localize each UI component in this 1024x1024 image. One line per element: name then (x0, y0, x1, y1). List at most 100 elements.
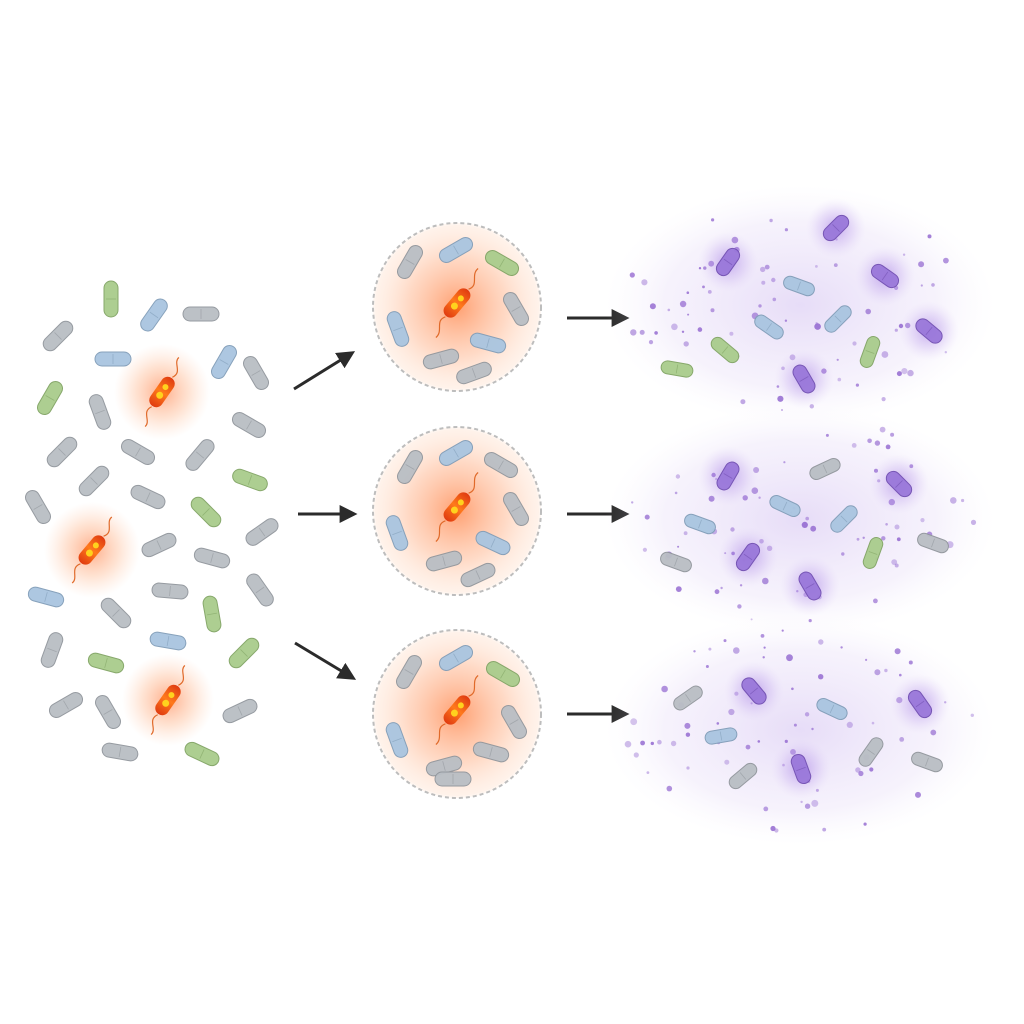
bacteria-rod (503, 291, 529, 327)
background-bacteria-rods (25, 280, 279, 767)
bacteria-rod (425, 550, 463, 572)
bacteria-rod (130, 484, 166, 510)
bacteria-rod (100, 597, 132, 629)
bacteria-rod (434, 771, 472, 787)
bacteria-rod (704, 727, 738, 745)
bacteria-rod (211, 344, 237, 380)
bacteria-rod (809, 457, 841, 481)
purple-bacterium (790, 753, 812, 785)
bacteria-rod (684, 513, 716, 535)
bacteria-rod (710, 336, 740, 364)
purple-bacterium (798, 571, 822, 601)
bacteria-rod (385, 722, 409, 758)
bacteria-rod (48, 692, 84, 718)
bacteria-rod (830, 505, 858, 533)
bacteria-rod (243, 355, 269, 391)
bacteria-rod (728, 762, 758, 790)
bacteria-rod (246, 573, 274, 607)
isolated-samples (372, 222, 542, 799)
orange-glow-group (44, 344, 214, 746)
bacteria-rod (222, 698, 258, 724)
purple-culture-cloud (605, 185, 995, 425)
bacteria-rod (88, 394, 112, 430)
purple-bacterium (822, 214, 850, 242)
bacteria-rod (385, 515, 409, 551)
purple-bacterium (870, 263, 900, 289)
bacteria-rod (397, 244, 423, 280)
bacteria-rod (101, 742, 139, 762)
bacteria-rod (816, 697, 848, 721)
bacteria-rod (456, 361, 492, 385)
bacteria-rod (769, 494, 801, 518)
bacteria-rod (438, 645, 474, 671)
purple-bacterium (715, 247, 741, 277)
bacteria-rod (40, 632, 64, 668)
bacteria-rod (193, 547, 231, 569)
glowing-orange-bacteria (71, 356, 186, 736)
isolated-sample-circle (372, 426, 542, 596)
bacteria-rod (475, 530, 511, 556)
bacteria-rod (501, 704, 527, 740)
bacteria-rod (185, 439, 215, 471)
bacteria-rod (94, 351, 132, 367)
bacteria-rod (42, 320, 74, 352)
bacteria-rod (25, 489, 51, 525)
purple-culture-cloud (605, 405, 995, 635)
purple-bacterium (907, 689, 933, 719)
glowing-orange-bacterium (435, 675, 479, 745)
glowing-orange-bacterium (435, 472, 479, 542)
bacteria-rod (245, 518, 279, 546)
bacteria-rod (660, 551, 692, 573)
purple-bacterium (885, 470, 913, 498)
bacteria-rod (202, 595, 222, 633)
bacteria-rod (911, 751, 943, 773)
bacteria-rod (503, 491, 529, 527)
bacteria-rod (190, 496, 222, 528)
isolated-sample-circle (372, 222, 542, 392)
bacteria-rod (862, 537, 884, 569)
purple-culture-cloud (605, 615, 995, 845)
bacteria-rod (27, 586, 65, 608)
bacteria-rod (37, 380, 63, 416)
mixed-bacteria-population (25, 280, 279, 767)
bacteria-rod (182, 306, 220, 322)
bacteria-rod (149, 631, 187, 651)
bacteria-rod (673, 685, 703, 711)
purple-bacterium (915, 318, 943, 344)
bacteria-rod (151, 582, 189, 600)
bacteria-rod (917, 532, 949, 554)
bacteria-rod (397, 449, 423, 485)
bacteria-rod (422, 348, 460, 370)
isolated-sample-circle (372, 629, 542, 799)
bacteria-rod (859, 336, 881, 368)
arrow-to-top-sample (293, 351, 356, 391)
bacteria-rod (232, 468, 268, 492)
bacteria-rod (485, 661, 521, 687)
bacteria-rod (438, 440, 474, 466)
purple-bacterium (716, 461, 740, 491)
bacteria-rod (184, 741, 220, 767)
glowing-orange-bacterium (435, 268, 479, 338)
bacteria-rod (120, 439, 156, 465)
purple-bacterium (792, 364, 816, 394)
bacteria-rod (438, 237, 474, 263)
bacteria-rod (483, 452, 519, 478)
bacteria-rod (95, 694, 121, 730)
bacteria-rod (754, 314, 784, 340)
bacteria-rod (231, 412, 267, 438)
bacteria-rod (824, 305, 852, 333)
bacteria-rod (472, 741, 510, 763)
bacteria-rod (228, 637, 260, 669)
bacteria-rod (103, 280, 119, 318)
bacteria-rod (858, 737, 884, 767)
bacteria-rod (46, 436, 78, 468)
purple-bacterium (735, 542, 761, 572)
bacteria-rod (78, 465, 110, 497)
purple-bacterium (741, 677, 767, 705)
bacteria-rod (484, 250, 520, 276)
bacteria-rod (783, 275, 815, 297)
bacteria-rod (140, 298, 168, 332)
split-arrows (293, 351, 358, 680)
bacteria-rod (396, 654, 422, 690)
